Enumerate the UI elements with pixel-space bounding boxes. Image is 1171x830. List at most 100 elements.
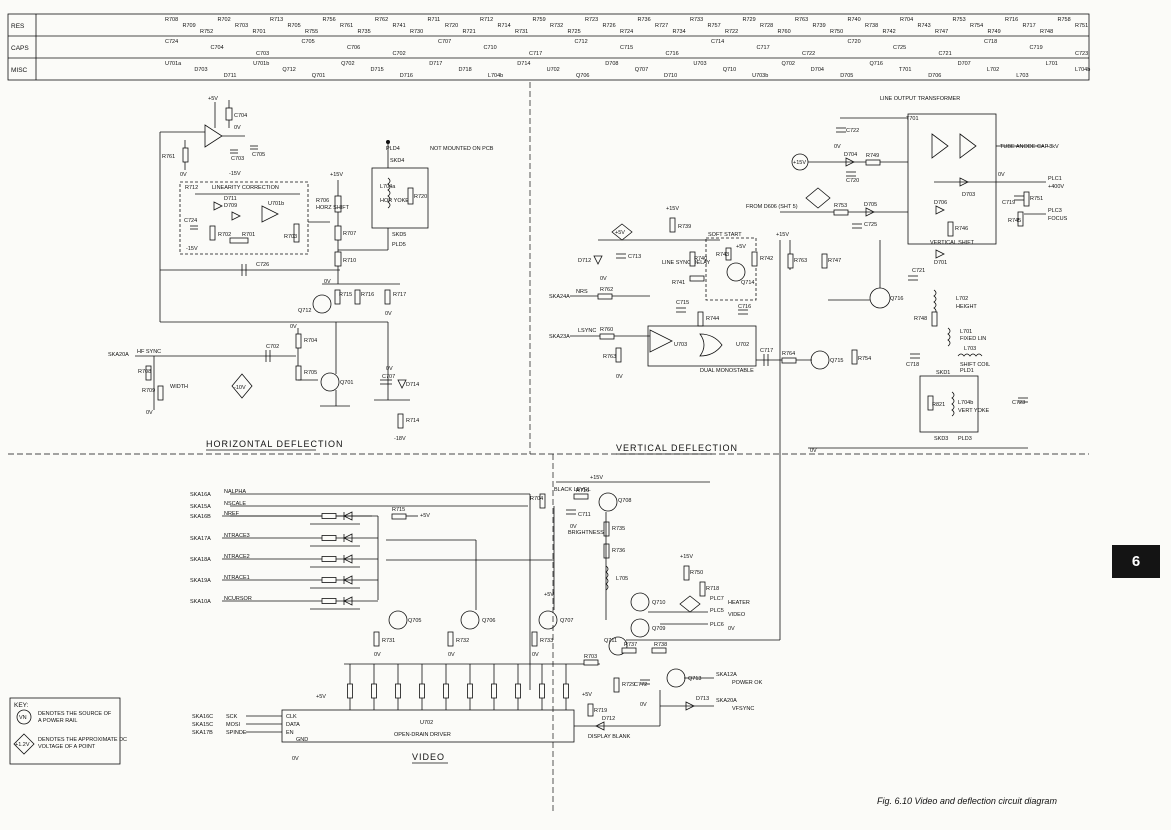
svg-text:FIXED LIN: FIXED LIN (960, 336, 986, 342)
ref-label: D707 (958, 61, 971, 67)
svg-text:SKD4: SKD4 (390, 158, 404, 164)
ref-label: R740 (848, 17, 861, 23)
transistor-q709 (630, 618, 650, 638)
ref-label: D703 (194, 67, 207, 73)
svg-text:+15V: +15V (793, 160, 806, 166)
svg-text:C711: C711 (578, 512, 591, 518)
svg-text:NRS: NRS (576, 289, 588, 295)
svg-text:L703: L703 (964, 346, 976, 352)
svg-text:R710: R710 (343, 258, 356, 264)
ref-label: R722 (725, 29, 738, 35)
ref-label: R731 (515, 29, 528, 35)
ref-label: Q707 (635, 67, 648, 73)
svg-text:R742: R742 (760, 256, 773, 262)
svg-text:C715: C715 (676, 300, 689, 306)
svg-text:0V: 0V (385, 311, 392, 317)
row-key-caps: CAPS (11, 45, 29, 52)
ref-label: R756 (323, 17, 336, 23)
ref-label: D717 (429, 61, 442, 67)
svg-text:OPEN-DRAIN DRIVER: OPEN-DRAIN DRIVER (394, 732, 451, 738)
svg-text:Q712: Q712 (298, 308, 311, 314)
ref-label: R757 (708, 23, 721, 29)
ref-label: R701 (253, 29, 266, 35)
svg-text:VERTICAL SHIFT: VERTICAL SHIFT (930, 240, 975, 246)
svg-text:PLD3: PLD3 (958, 436, 972, 442)
svg-text:+5V: +5V (420, 513, 430, 519)
svg-text:0V: 0V (616, 374, 623, 380)
ref-label: R739 (813, 23, 826, 29)
svg-text:C722: C722 (846, 128, 859, 134)
ref-label: D704 (811, 67, 824, 73)
ref-label: L704b (1075, 67, 1090, 73)
svg-text:R740: R740 (694, 256, 707, 262)
ref-label: R716 (1005, 17, 1018, 23)
ref-label: R723 (585, 17, 598, 23)
dc-voltage-marker (231, 373, 253, 399)
reference-table: RES CAPS MISC R708R709R752R702R703R701R7… (7, 13, 1090, 81)
ref-label: C721 (939, 51, 952, 57)
video-input-name: NCURSOR (224, 596, 252, 602)
svg-text:R739: R739 (678, 224, 691, 230)
svg-text:C719: C719 (1002, 200, 1015, 206)
svg-text:PLC5: PLC5 (710, 608, 724, 614)
svg-text:R748: R748 (914, 316, 927, 322)
svg-text:R737: R737 (624, 642, 637, 648)
svg-text:C704: C704 (234, 113, 247, 119)
svg-text:BLACK LEVEL: BLACK LEVEL (554, 487, 591, 493)
transistor-q701 (320, 372, 340, 392)
figure-caption: Fig. 6.10 Video and deflection circuit d… (877, 796, 1057, 806)
svg-text:+5V: +5V (615, 230, 625, 236)
svg-text:PLD4: PLD4 (386, 146, 400, 152)
svg-text:SKA12A: SKA12A (716, 672, 737, 678)
svg-text:0V: 0V (448, 652, 455, 658)
svg-text:C772: C772 (634, 682, 647, 688)
svg-text:R760: R760 (600, 327, 613, 333)
svg-text:R706: R706 (316, 198, 329, 204)
transistor-q713 (666, 668, 686, 688)
svg-text:HEIGHT: HEIGHT (956, 304, 977, 310)
svg-text:SHIFT COIL: SHIFT COIL (960, 362, 990, 368)
svg-text:+8kV: +8kV (1046, 144, 1059, 150)
svg-text:DISPLAY BLANK: DISPLAY BLANK (588, 734, 631, 740)
svg-text:GND: GND (296, 737, 308, 743)
svg-text:0V: 0V (386, 366, 393, 372)
row-key-res: RES (11, 23, 25, 30)
svg-text:D712: D712 (602, 716, 615, 722)
ref-label: R705 (288, 23, 301, 29)
video-input-name: NTRACE1 (224, 575, 250, 581)
svg-text:0V: 0V (834, 144, 841, 150)
gate-u702 (699, 333, 723, 357)
ref-label: C719 (1030, 45, 1043, 51)
svg-text:0V: 0V (532, 652, 539, 658)
svg-text:VIDEO: VIDEO (728, 612, 746, 618)
ref-label: R726 (603, 23, 616, 29)
svg-text:D714: D714 (406, 382, 419, 388)
svg-text:R736: R736 (612, 548, 625, 554)
video-input-pin: SKA19A (190, 578, 211, 584)
transistor-q707 (538, 610, 558, 630)
svg-text:U702: U702 (736, 342, 749, 348)
ref-label: R747 (935, 29, 948, 35)
ref-label: C715 (620, 45, 633, 51)
svg-text:R762: R762 (600, 287, 613, 293)
svg-text:C724: C724 (184, 218, 197, 224)
svg-text:R751: R751 (1030, 196, 1043, 202)
video-input-name: NSCALE (224, 501, 246, 507)
ref-label: R711 (428, 17, 441, 23)
ref-label: Q706 (576, 73, 589, 79)
svg-text:SKD3: SKD3 (934, 436, 948, 442)
ref-label: U701a (165, 61, 182, 67)
transistor-q711 (608, 636, 628, 656)
serial-input-name: MOSI (226, 722, 241, 728)
svg-text:R712: R712 (185, 185, 198, 191)
ref-label: C720 (848, 39, 861, 45)
ref-label: R759 (533, 17, 546, 23)
svg-text:L701: L701 (960, 329, 972, 335)
ref-label: R733 (690, 17, 703, 23)
svg-text:T701: T701 (906, 116, 919, 122)
ref-label: R714 (498, 23, 511, 29)
svg-text:D704: D704 (844, 152, 857, 158)
ref-label: D718 (459, 67, 472, 73)
svg-text:LINE OUTPUT TRANSFORMER: LINE OUTPUT TRANSFORMER (880, 96, 960, 102)
